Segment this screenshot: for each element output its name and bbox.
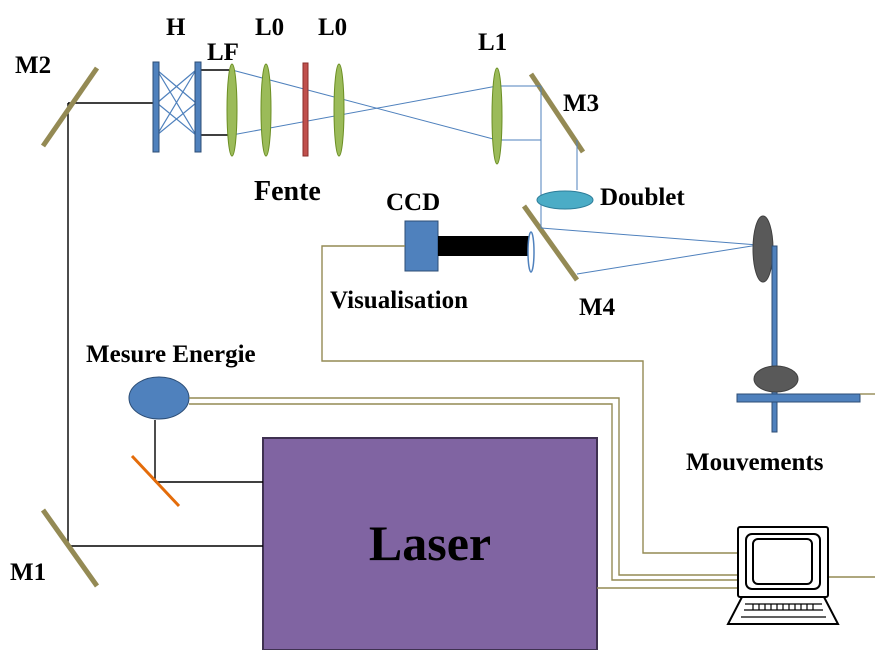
mirror-m1 [43, 510, 97, 586]
label-mouvements: Mouvements [686, 449, 824, 476]
label-mesure-energie: Mesure Energie [86, 341, 256, 368]
label-l0-first: L0 [255, 14, 284, 41]
label-m1: M1 [10, 559, 46, 586]
computer-icon [728, 527, 838, 624]
label-m3: M3 [563, 90, 599, 117]
label-fente: Fente [254, 176, 321, 207]
doublet-lens [537, 191, 593, 209]
label-m2: M2 [15, 52, 51, 79]
lens-l1 [492, 68, 502, 164]
label-ccd: CCD [386, 189, 440, 216]
label-l0-second: L0 [318, 14, 347, 41]
label-h: H [166, 14, 186, 41]
mirror-m2 [43, 68, 97, 146]
slit-fente [303, 63, 308, 156]
motion-stage [737, 216, 860, 432]
energy-meter [129, 377, 189, 419]
lens-l0-second [334, 64, 344, 156]
label-visualisation: Visualisation [330, 287, 468, 314]
label-doublet: Doublet [600, 184, 685, 211]
label-l1: L1 [478, 29, 507, 56]
laser-label: Laser [369, 515, 491, 571]
homogenizer-h [153, 62, 201, 152]
label-m4: M4 [579, 294, 616, 321]
lens-l0-first [261, 64, 271, 156]
ccd-camera [405, 221, 534, 272]
label-lf: LF [207, 39, 239, 66]
lens-lf [227, 64, 237, 156]
